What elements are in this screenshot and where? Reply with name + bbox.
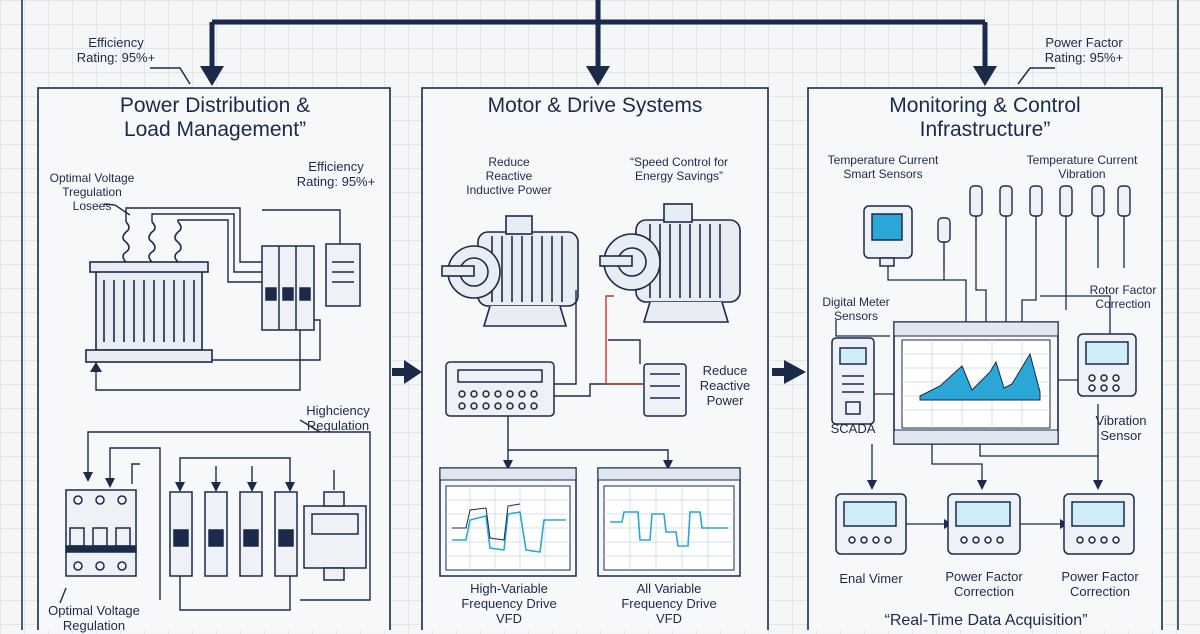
red-feed-wire bbox=[605, 295, 644, 385]
label-efficiency-rating: Efficiency Rating: 95%+ bbox=[296, 159, 376, 189]
label-scada: SCADA bbox=[830, 421, 876, 436]
meter-unit-2 bbox=[947, 493, 1021, 555]
scada-screen bbox=[893, 321, 1059, 445]
top-arrowheads bbox=[200, 66, 997, 86]
electric-motor-icon-right bbox=[599, 203, 741, 323]
meter-unit-3 bbox=[1063, 493, 1135, 555]
meter-box-icon bbox=[325, 243, 361, 307]
note-efficiency-top: Efficiency Rating: 95%+ bbox=[76, 35, 156, 65]
capacitor-unit-icon bbox=[643, 363, 687, 417]
panel-motor-title: Motor & Drive Systems bbox=[487, 94, 703, 117]
vfd-controller-icon bbox=[445, 361, 555, 417]
breaker-row-bottom bbox=[169, 491, 367, 581]
label-power-factor-1: Power Factor Correction bbox=[945, 569, 1023, 599]
electric-motor-icon-left bbox=[441, 215, 579, 327]
label-temp-smart-sensors: Temperature Current Smart Sensors bbox=[827, 153, 939, 181]
monitor-wires-top bbox=[835, 240, 1125, 395]
monitor-wires-bottom bbox=[871, 404, 1099, 525]
label-power-factor-2: Power Factor Correction bbox=[1061, 569, 1139, 599]
panel-power-title: Power Distribution & Load Management” bbox=[119, 94, 311, 142]
arrow-up-small bbox=[90, 362, 102, 372]
transformer-icon bbox=[85, 221, 213, 363]
breaker-block-bottom bbox=[65, 489, 137, 577]
probe-sensors-row bbox=[937, 185, 1131, 270]
vfd-chart-left bbox=[439, 467, 577, 577]
label-reduce-reactive: Reduce Reactive Power bbox=[699, 363, 751, 408]
label-high-efficiency: Highciency Regulation bbox=[306, 403, 370, 433]
motor-wires bbox=[507, 290, 669, 464]
label-rotor-factor: Rotor Factor Correction bbox=[1089, 283, 1157, 311]
label-optimal-voltage-bottom: Optimal Voltage Regulation bbox=[48, 603, 140, 633]
power-arrowheads bbox=[83, 472, 295, 492]
digital-meter-sensor-icon bbox=[831, 337, 875, 425]
meter-unit-1 bbox=[835, 493, 907, 555]
label-real-time-data: “Real-Time Data Acquisition” bbox=[884, 612, 1088, 629]
label-vibration-sensor: Vibration Sensor bbox=[1095, 413, 1147, 443]
top-distribution-arrows bbox=[209, 0, 988, 70]
smart-sensor-icon bbox=[863, 205, 913, 267]
power-wires-bottom bbox=[87, 419, 371, 611]
label-temp-vibration: Temperature Current Vibration bbox=[1026, 153, 1138, 181]
motor-arrowheads bbox=[503, 460, 673, 470]
label-reduce-inductive: Reduce Reactive Inductive Power bbox=[466, 155, 552, 197]
label-optimal-voltage-top: Optimal Voltage Tregulation Losees bbox=[49, 171, 135, 213]
flow-arrows bbox=[392, 360, 806, 384]
note-power-factor-top: Power Factor Rating: 95%+ bbox=[1044, 35, 1124, 65]
label-vfd-left: High-Variable Frequency Drive VFD bbox=[461, 581, 557, 626]
panel-monitor-title: Monitoring & Control Infrastructure” bbox=[889, 94, 1081, 142]
vibration-sensor-icon bbox=[1077, 333, 1137, 397]
vfd-chart-right bbox=[597, 467, 741, 577]
label-vfd-right: All Variable Frequency Drive VFD bbox=[621, 581, 717, 626]
breaker-panel-top bbox=[261, 245, 315, 331]
power-wires-top bbox=[95, 203, 341, 391]
label-speed-control: “Speed Control for Energy Savings” bbox=[629, 155, 729, 183]
label-eml-meter: Enal Vimer bbox=[839, 571, 903, 586]
label-digital-meter: Digital Meter Sensors bbox=[822, 295, 890, 323]
